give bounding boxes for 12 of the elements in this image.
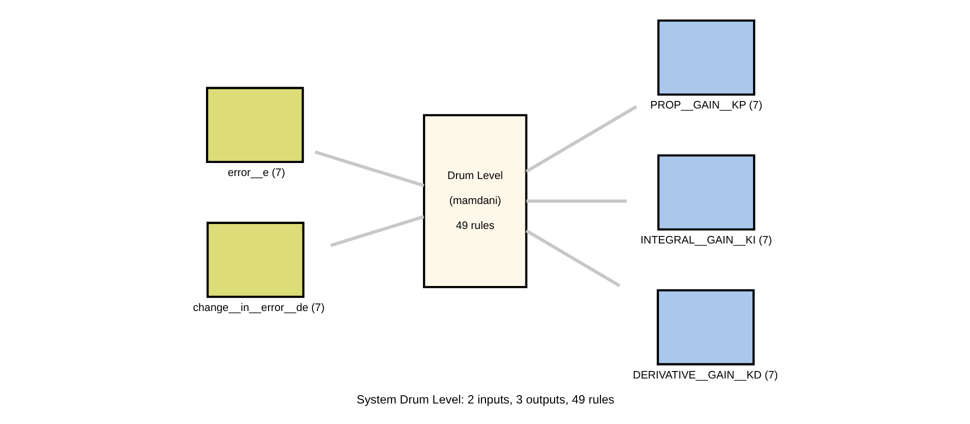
connector — [314, 150, 424, 188]
connector — [526, 200, 626, 203]
node-box: Drum Level (mamdani) 49 rules — [422, 114, 527, 288]
node-label: INTEGRAL__GAIN__KI (7) — [640, 234, 772, 247]
caption: System Drum Level: 2 inputs, 3 outputs, 49 rules — [356, 392, 614, 407]
node-label: DERIVATIVE__GAIN__KD (7) — [632, 369, 778, 382]
node-label: change__in__error__de (7) — [192, 302, 324, 314]
connector — [525, 105, 637, 173]
node-label: error__e (7) — [227, 167, 285, 180]
connector — [525, 229, 620, 288]
connector — [330, 215, 424, 247]
node-label: PROP__GAIN__KP (7) — [650, 100, 762, 112]
